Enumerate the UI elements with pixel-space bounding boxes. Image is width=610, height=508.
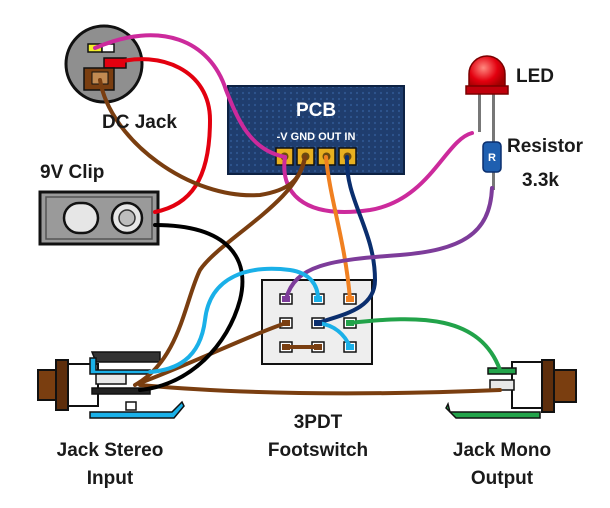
resistor-value-label: 3.3k [522,170,559,191]
input-label-2: Input [87,468,134,489]
wire-black-clip-to-input [138,223,245,392]
wire-brown-pcb-to-input [133,155,307,387]
wire-magenta-dc-to-pcb [93,33,287,159]
wire-navy-pcb-to-switch [316,155,377,325]
footswitch-label-1: 3PDT [294,412,343,433]
mono-output-jack [445,359,577,419]
resistor-mark: R [488,152,496,164]
wire-green-switch-to-output [348,317,502,372]
wire-brown-switch-loop [138,321,288,385]
pcb-board [227,85,405,175]
pcb-title: PCB [296,100,336,121]
pcb-pin-labels: -V GND OUT IN [277,131,356,143]
resistor-label: Resistor [507,136,584,157]
wire-cyan-input-to-switch [148,266,320,374]
resistor [482,141,502,190]
stereo-input-jack [37,351,185,419]
output-label-2: Output [471,468,534,489]
wire-orange-pcb-to-switch [324,155,352,301]
battery-clip [38,190,160,246]
wire-red-dc-to-clip [113,57,212,214]
led [465,55,509,144]
wire-brown-input-to-output [138,383,502,396]
output-label-1: Jack Mono [453,440,551,461]
switch-solder-points [282,296,354,350]
dc-jack-label: DC Jack [102,112,177,133]
dc-jack [64,24,144,104]
led-label: LED [516,66,554,87]
clip-label: 9V Clip [40,162,104,183]
footswitch-label-2: Footswitch [268,440,368,461]
wires [93,33,502,396]
input-label-1: Jack Stereo [57,440,164,461]
